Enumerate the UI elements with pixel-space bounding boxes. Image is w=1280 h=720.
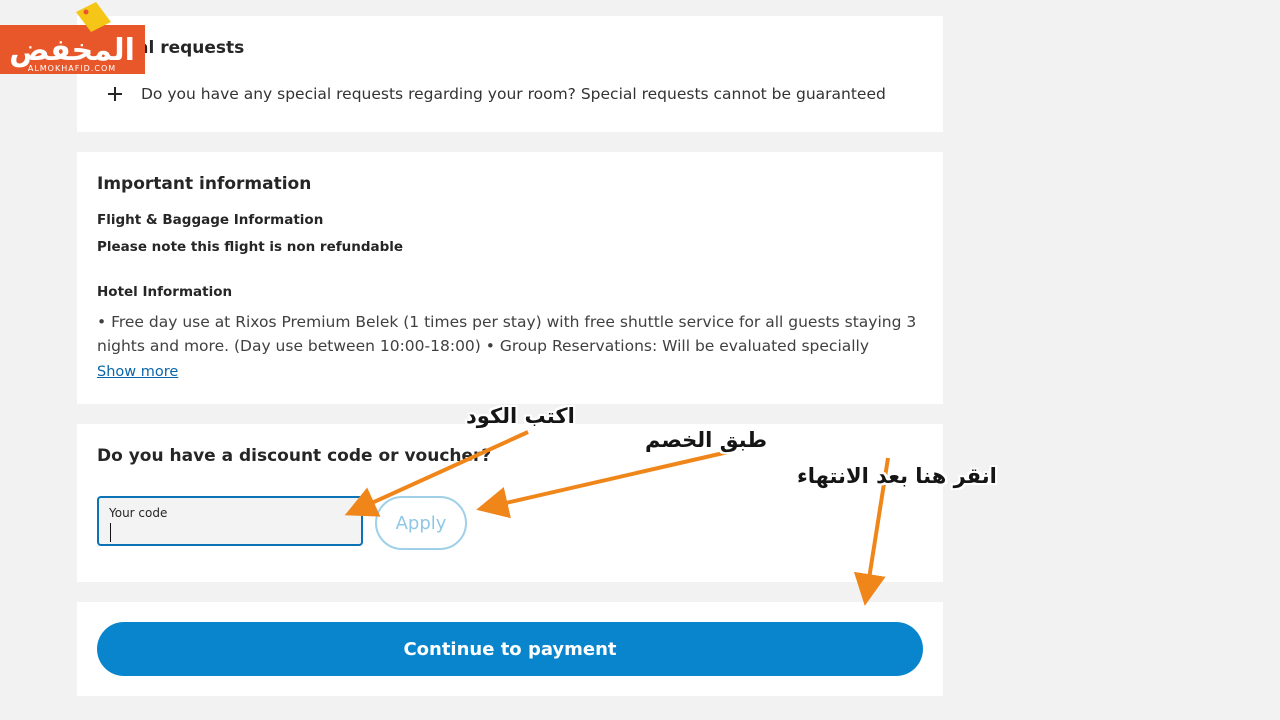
discount-code-input[interactable]: Your code — [97, 496, 363, 546]
text-cursor — [110, 523, 111, 542]
flight-baggage-heading: Flight & Baggage Information — [97, 212, 324, 228]
continue-to-payment-button[interactable]: Continue to payment — [97, 622, 923, 676]
important-information-card: Important information Flight & Baggage I… — [77, 152, 943, 404]
continue-card: Continue to payment — [77, 602, 943, 696]
price-tag-icon — [76, 2, 111, 32]
hotel-information-heading: Hotel Information — [97, 284, 233, 300]
important-information-title: Important information — [97, 174, 312, 194]
logo-text: المخفض — [9, 33, 135, 68]
special-requests-title: al requests — [137, 38, 245, 58]
discount-title: Do you have a discount code or voucher? — [97, 446, 492, 466]
apply-button[interactable]: Apply — [375, 496, 467, 550]
special-requests-toggle[interactable]: Do you have any special requests regardi… — [103, 82, 886, 106]
show-more-link[interactable]: Show more — [97, 364, 179, 380]
special-requests-card: al requests Do you have any special requ… — [77, 16, 943, 132]
discount-card: Do you have a discount code or voucher? … — [77, 424, 943, 582]
special-requests-text[interactable]: Do you have any special requests regardi… — [141, 85, 886, 103]
discount-code-label: Your code — [109, 506, 168, 520]
logo-domain: ALMOKHAFID.COM — [28, 64, 116, 73]
flight-note: Please note this flight is non refundabl… — [97, 239, 404, 255]
almokhafid-logo: المخفض ALMOKHAFID.COM — [0, 2, 145, 74]
plus-icon[interactable] — [103, 82, 127, 106]
hotel-information-text: • Free day use at Rixos Premium Belek (1… — [97, 313, 917, 355]
